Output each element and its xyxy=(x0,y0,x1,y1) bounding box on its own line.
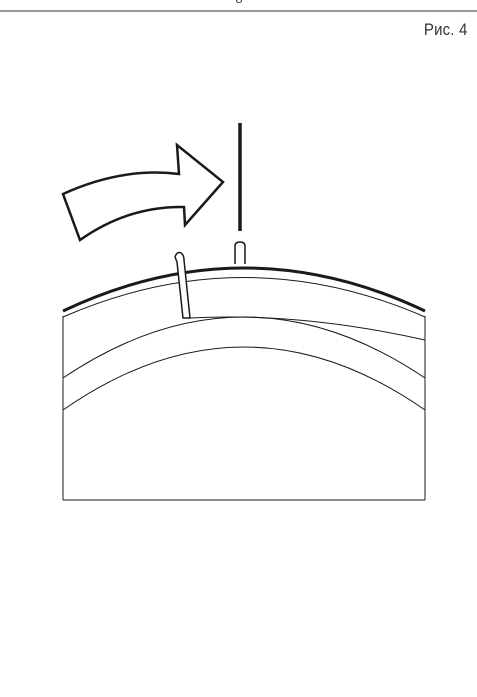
drum-notch xyxy=(234,241,246,264)
inner-groove xyxy=(189,316,426,341)
page-number: 8 xyxy=(229,0,249,7)
seam-marker xyxy=(174,251,191,319)
arrow-right-icon xyxy=(61,142,225,242)
drum-body xyxy=(62,266,426,501)
figure-caption: Рис. 4 xyxy=(423,20,467,39)
